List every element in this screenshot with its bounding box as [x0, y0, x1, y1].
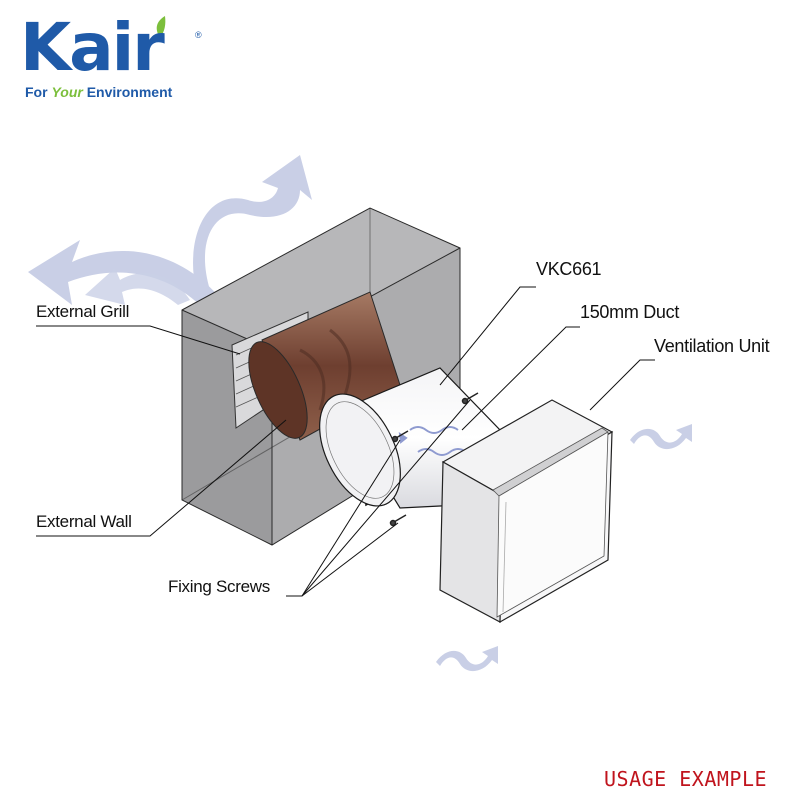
airflow-arrows-in: [436, 424, 692, 672]
leader-screws-2: [301, 439, 401, 597]
leader-external-grill: [36, 325, 241, 355]
registered-mark: ®: [195, 30, 202, 40]
logo-tagline: For Your Environment: [25, 84, 172, 100]
tagline-pre: For: [25, 84, 52, 100]
usage-example-caption: USAGE EXAMPLE: [604, 767, 768, 791]
leader-screws-3: [301, 522, 399, 597]
leader-vkc661: [439, 286, 536, 386]
fixing-screws: [389, 392, 479, 527]
label-duct: 150mm Duct: [580, 302, 680, 322]
airflow-arrows-out: [28, 155, 312, 305]
screw-1: [461, 392, 479, 405]
screw-2: [391, 430, 409, 443]
label-vkc661: VKC661: [536, 259, 602, 279]
label-fixing-screws: Fixing Screws: [168, 577, 270, 596]
logo-wordmark: Kair: [20, 9, 165, 86]
leaf-icon: [156, 16, 166, 38]
ventilation-unit: [439, 399, 614, 624]
tagline-emph: Your: [51, 84, 83, 100]
label-ventilation-unit: Ventilation Unit: [654, 336, 770, 356]
screw-3: [389, 514, 407, 527]
leader-external-wall: [36, 419, 287, 537]
airflow-arrows-duct: [398, 426, 467, 456]
label-external-grill: External Grill: [36, 302, 130, 321]
kair-logo: Kair ® For Your Environment: [12, 8, 212, 103]
label-external-wall: External Wall: [36, 512, 132, 531]
leader-lines: [36, 286, 655, 597]
leader-duct: [461, 326, 580, 431]
tagline-post: Environment: [82, 84, 173, 100]
leader-ventilation-unit: [589, 359, 655, 411]
